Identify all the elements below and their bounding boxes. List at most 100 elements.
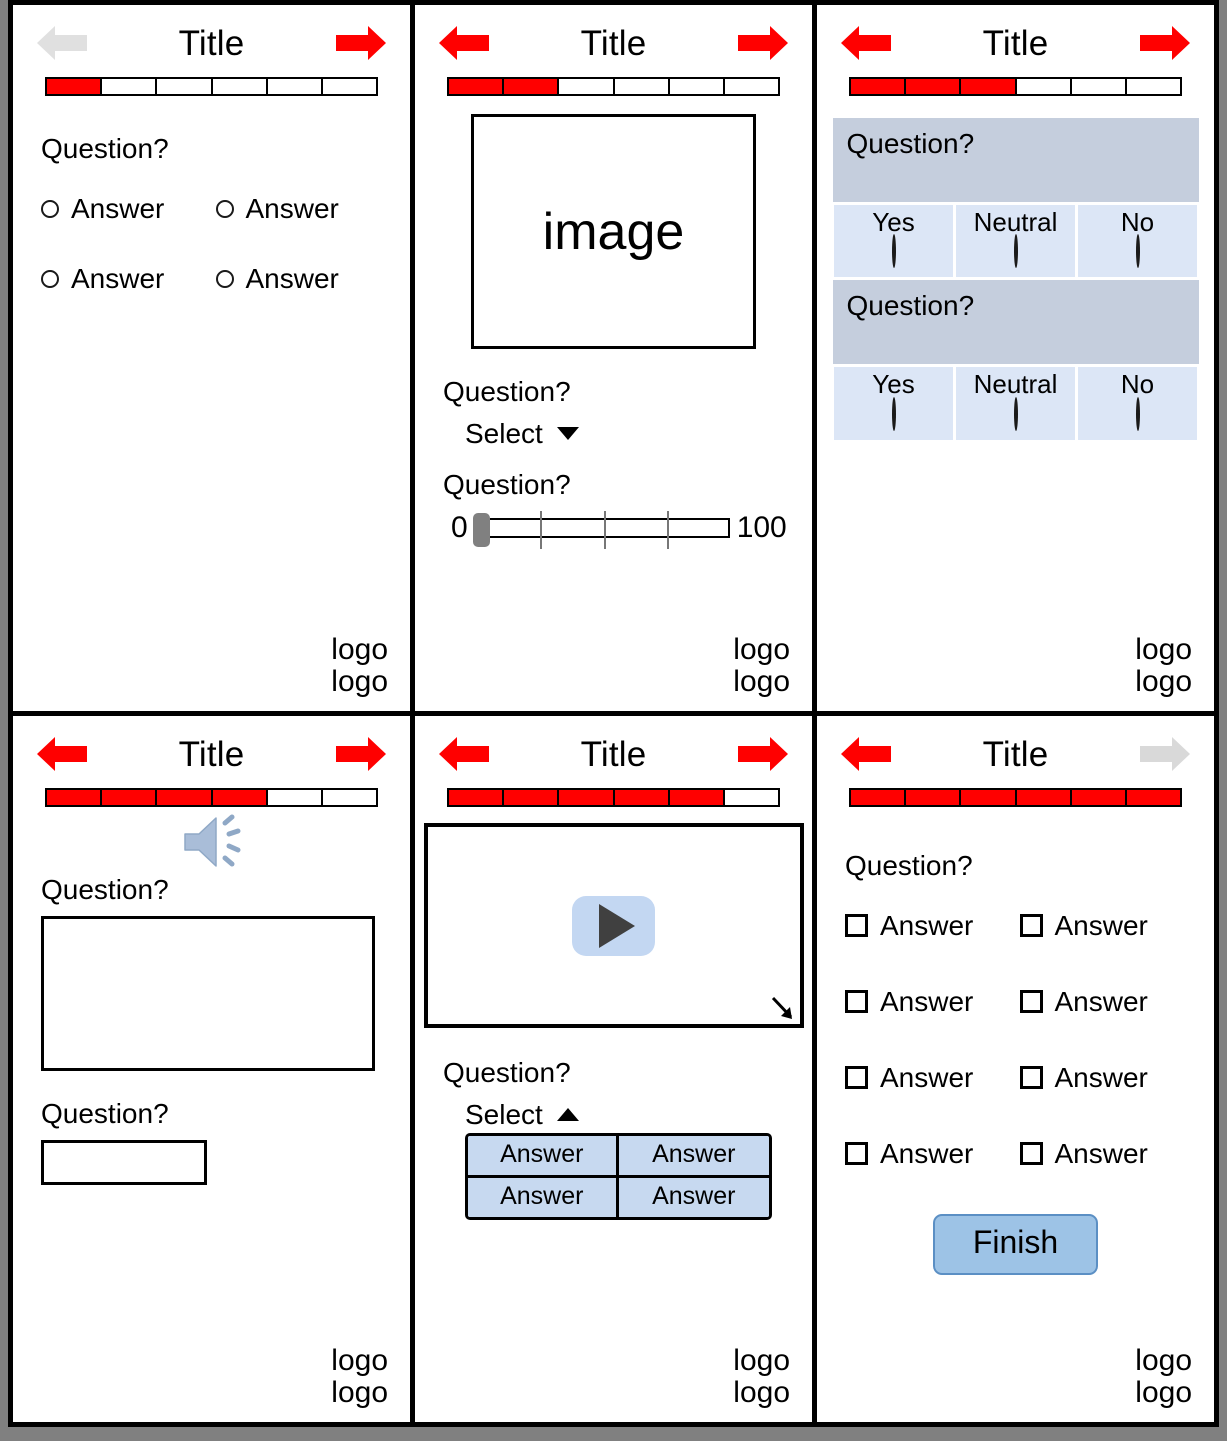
- checkbox-square-icon[interactable]: [845, 1066, 868, 1090]
- checkbox-square-icon[interactable]: [1019, 990, 1043, 1014]
- chevron-down-icon[interactable]: [556, 427, 579, 441]
- checkbox-option-label: Answer: [1054, 1137, 1148, 1169]
- radio-option[interactable]: Answer: [41, 263, 208, 295]
- finish-button[interactable]: Finish: [932, 1213, 1099, 1275]
- back-arrow-icon[interactable]: [35, 22, 89, 64]
- screen-header: Title: [817, 5, 1214, 63]
- radio-option-label: Answer: [71, 262, 165, 294]
- logo-line: logo: [733, 633, 790, 666]
- screen-video-select-open: Title Question?: [415, 716, 812, 1422]
- checkbox-option[interactable]: Answer: [1019, 985, 1187, 1018]
- back-arrow-icon[interactable]: [839, 733, 893, 775]
- logo-line: logo: [733, 1344, 790, 1377]
- question-label-slider: Question?: [443, 468, 571, 500]
- audio-playback-control[interactable]: [13, 813, 410, 873]
- screen-header: Title: [415, 716, 812, 774]
- screen-checkbox-finish: Title Question? Answer A: [817, 716, 1214, 1422]
- slider-control[interactable]: 0 100: [443, 510, 787, 549]
- slider-thumb[interactable]: [472, 512, 490, 547]
- select-dropdown-open[interactable]: Select Answer Answer Answer Answer: [443, 1099, 784, 1220]
- play-button[interactable]: [572, 895, 655, 956]
- speaker-icon[interactable]: [175, 813, 249, 871]
- matrix-option-cell-neutral[interactable]: Neutral: [953, 364, 1078, 443]
- radio-answer-grid: Answer Answer Answer Answer: [41, 193, 382, 295]
- radio-circle-icon[interactable]: [1013, 234, 1018, 269]
- progress-segment: [1071, 790, 1127, 805]
- select-dropdown-closed[interactable]: Select: [443, 418, 784, 450]
- checkbox-option[interactable]: Answer: [845, 1062, 1012, 1094]
- matrix-option-cell-yes[interactable]: Yes: [831, 201, 956, 281]
- logo-line: logo: [1135, 633, 1192, 666]
- checkbox-option[interactable]: Answer: [1019, 1062, 1187, 1094]
- radio-circle-icon[interactable]: [1135, 396, 1140, 431]
- video-player[interactable]: [423, 823, 804, 1028]
- select-value: Select: [465, 417, 543, 449]
- select-option[interactable]: Answer: [618, 1135, 769, 1178]
- radio-circle-icon[interactable]: [41, 269, 59, 288]
- logo-line: logo: [733, 1375, 790, 1409]
- radio-circle-icon[interactable]: [215, 199, 234, 218]
- radio-option[interactable]: Answer: [41, 193, 208, 225]
- forward-arrow-icon[interactable]: [736, 22, 790, 64]
- checkbox-square-icon[interactable]: [1019, 1066, 1043, 1090]
- matrix-option-cell-yes[interactable]: Yes: [831, 364, 956, 443]
- forward-arrow-icon[interactable]: [334, 733, 388, 775]
- forward-arrow-icon[interactable]: [1138, 22, 1192, 64]
- back-arrow-icon[interactable]: [437, 22, 491, 64]
- progress-segment: [724, 790, 779, 805]
- checkbox-option[interactable]: Answer: [845, 910, 1012, 942]
- select-option[interactable]: Answer: [468, 1135, 619, 1178]
- slider-tick: [539, 510, 542, 549]
- forward-arrow-icon: [1140, 737, 1190, 771]
- slider-track[interactable]: [472, 510, 730, 549]
- progress-segment: [669, 790, 725, 805]
- radio-option[interactable]: Answer: [215, 263, 383, 295]
- screen-image-select-slider: Title image Question? Select Question?: [415, 5, 812, 711]
- screen-header: Title: [817, 716, 1214, 774]
- progress-segment: [614, 79, 670, 94]
- back-arrow-icon[interactable]: [839, 22, 893, 64]
- matrix-option-cell-no[interactable]: No: [1075, 201, 1200, 281]
- forward-arrow-icon[interactable]: [334, 22, 388, 64]
- logo-line: logo: [733, 664, 790, 698]
- checkbox-option[interactable]: Answer: [845, 1138, 1012, 1170]
- radio-circle-icon[interactable]: [41, 199, 59, 218]
- answer-text-input[interactable]: [41, 1139, 207, 1185]
- page-title: Title: [580, 734, 647, 774]
- logo-line: logo: [331, 664, 388, 698]
- wireframe-screens-grid: Title Question? Answer A: [8, 0, 1219, 1427]
- checkbox-square-icon[interactable]: [845, 1142, 868, 1166]
- matrix-option-cell-neutral[interactable]: Neutral: [953, 201, 1078, 281]
- back-arrow-icon[interactable]: [437, 733, 491, 775]
- checkbox-option[interactable]: Answer: [845, 986, 1012, 1018]
- fullscreen-arrow-icon[interactable]: [768, 994, 796, 1022]
- checkbox-square-icon[interactable]: [1019, 1142, 1043, 1166]
- logo-line: logo: [1135, 1344, 1192, 1377]
- matrix-option-cell-no[interactable]: No: [1075, 364, 1200, 443]
- checkbox-option[interactable]: Answer: [1019, 910, 1187, 942]
- checkbox-square-icon[interactable]: [845, 914, 868, 938]
- checkbox-square-icon[interactable]: [1019, 914, 1043, 938]
- radio-option[interactable]: Answer: [215, 193, 383, 225]
- radio-circle-icon[interactable]: [891, 234, 896, 269]
- back-arrow-icon[interactable]: [35, 733, 89, 775]
- checkbox-option-label: Answer: [1054, 985, 1148, 1017]
- select-trigger[interactable]: Select: [465, 1099, 784, 1131]
- image-placeholder: image: [471, 114, 756, 349]
- checkbox-option-label: Answer: [880, 1137, 974, 1169]
- answer-textarea[interactable]: [41, 915, 375, 1071]
- screen-matrix-question: Title Question? Yes: [817, 5, 1214, 711]
- checkbox-option[interactable]: Answer: [1019, 1137, 1187, 1170]
- chevron-up-icon[interactable]: [556, 1108, 579, 1122]
- progress-segment: [504, 79, 560, 94]
- select-option[interactable]: Answer: [618, 1177, 769, 1217]
- logo-footer: logo logo: [331, 634, 388, 697]
- checkbox-square-icon[interactable]: [845, 990, 868, 1014]
- logo-footer: logo logo: [331, 1345, 388, 1408]
- radio-circle-icon[interactable]: [215, 269, 234, 288]
- select-option[interactable]: Answer: [468, 1177, 619, 1217]
- radio-circle-icon[interactable]: [1013, 396, 1018, 431]
- radio-circle-icon[interactable]: [1135, 234, 1140, 269]
- radio-circle-icon[interactable]: [891, 396, 896, 431]
- forward-arrow-icon[interactable]: [736, 733, 790, 775]
